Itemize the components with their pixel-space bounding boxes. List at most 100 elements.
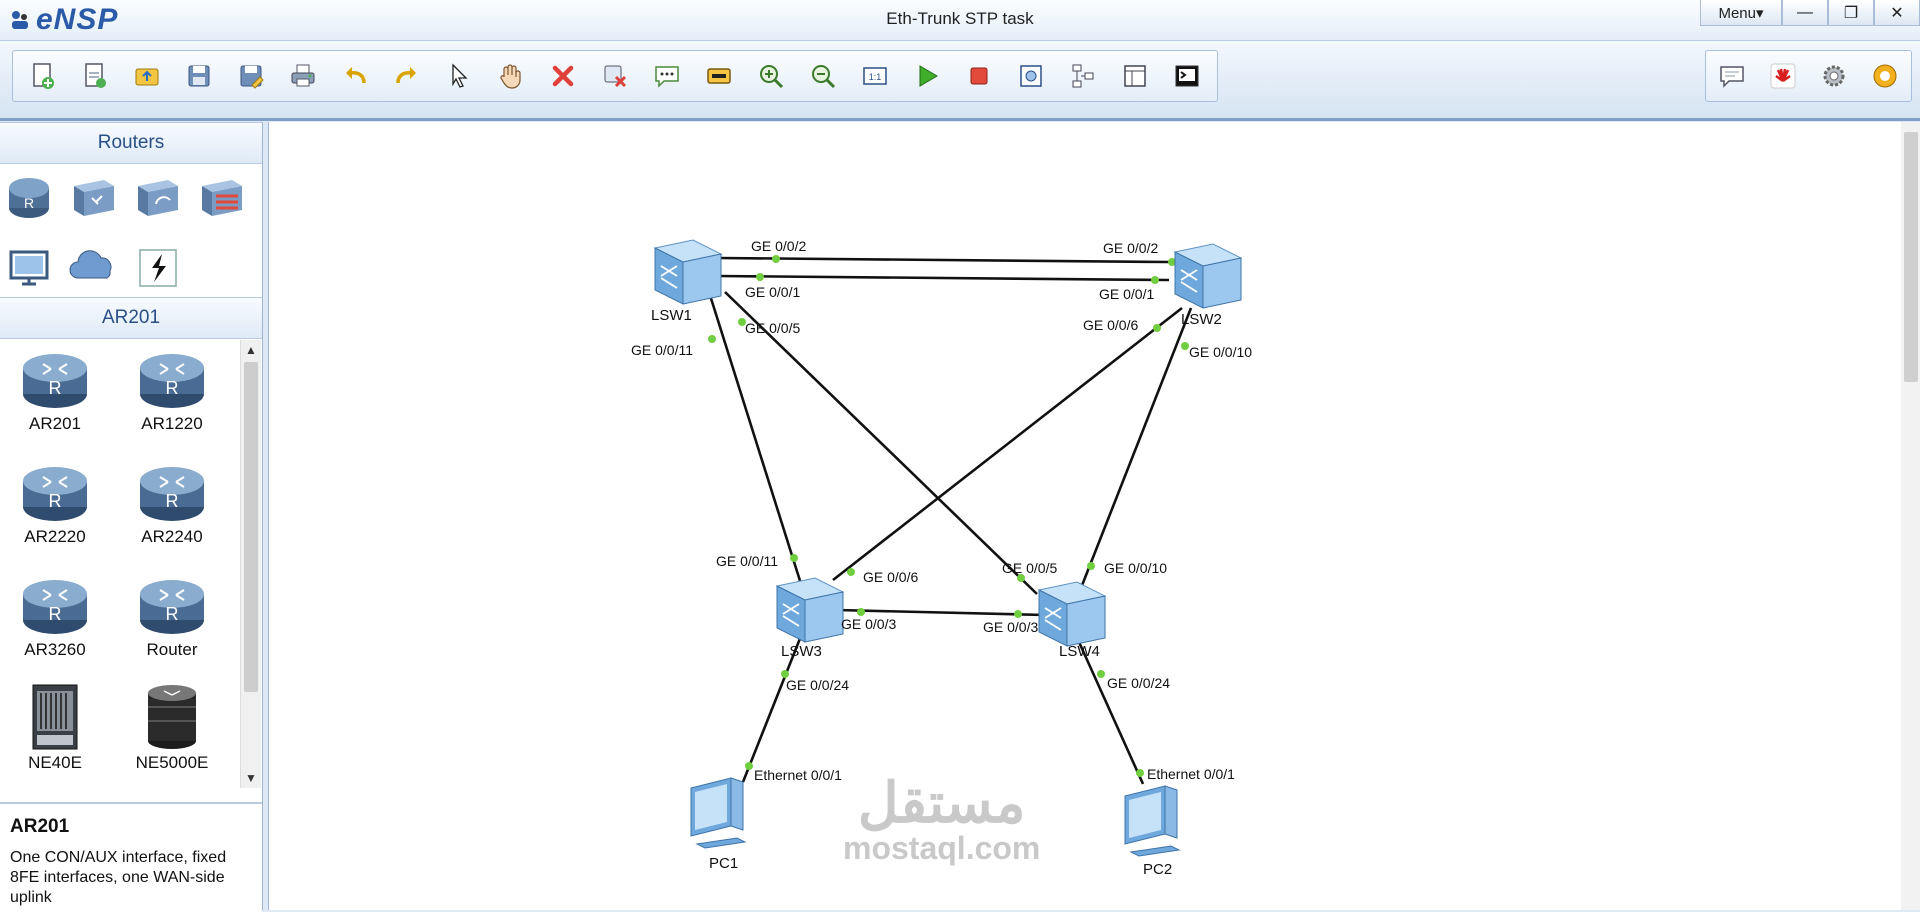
switch-icon-lsw1[interactable] bbox=[654, 239, 722, 305]
device-label: AR1220 bbox=[141, 414, 203, 433]
device-item-ar2220[interactable]: R AR2220 bbox=[0, 451, 110, 561]
console-button[interactable] bbox=[1161, 54, 1213, 98]
link-lsw2-lsw4[interactable] bbox=[1079, 307, 1193, 589]
print-button[interactable] bbox=[277, 54, 329, 98]
right-toolbar-group bbox=[1705, 50, 1912, 102]
link-lsw1-lsw2-ge001[interactable] bbox=[718, 274, 1170, 282]
cloud-category-icon[interactable] bbox=[68, 244, 118, 292]
topology-view-button[interactable] bbox=[1057, 54, 1109, 98]
pc-icon-pc1[interactable] bbox=[690, 777, 746, 849]
open-button[interactable] bbox=[121, 54, 173, 98]
fit-view-icon: 1:1 bbox=[863, 67, 887, 85]
device-item-ar201[interactable]: R AR201 bbox=[0, 338, 110, 448]
port-label: GE 0/0/5 bbox=[745, 320, 800, 336]
device-label: Router bbox=[146, 640, 198, 659]
device-item-ar1220[interactable]: R AR1220 bbox=[117, 338, 227, 448]
save-button[interactable] bbox=[173, 54, 225, 98]
undo-icon bbox=[346, 67, 366, 84]
svg-text:R: R bbox=[166, 378, 179, 398]
pan-button[interactable] bbox=[485, 54, 537, 98]
connection-category-icon[interactable] bbox=[132, 244, 182, 292]
app-logo: eNSP bbox=[8, 3, 118, 36]
delete-button[interactable] bbox=[537, 54, 589, 98]
svg-text:R: R bbox=[49, 491, 62, 511]
router-category-icon[interactable]: R bbox=[4, 174, 54, 222]
undo-button[interactable] bbox=[329, 54, 381, 98]
capture-button[interactable] bbox=[1005, 54, 1057, 98]
link-lsw1-lsw4[interactable] bbox=[724, 291, 1038, 595]
router-icon: R bbox=[140, 354, 204, 408]
node-label-pc1: PC1 bbox=[709, 855, 738, 872]
switch-category-icon[interactable] bbox=[68, 174, 118, 222]
link-lsw2-lsw3[interactable] bbox=[832, 306, 1183, 582]
device-model-header: AR201 bbox=[0, 297, 262, 339]
fit-view-button[interactable]: 1:1 bbox=[849, 54, 901, 98]
switch-icon-lsw2[interactable] bbox=[1174, 243, 1242, 309]
device-item-ar2240[interactable]: R AR2240 bbox=[117, 451, 227, 561]
zoom-out-button[interactable] bbox=[797, 54, 849, 98]
scroll-up-arrow-icon[interactable]: ▲ bbox=[245, 343, 257, 357]
scroll-thumb[interactable] bbox=[244, 362, 258, 692]
wireless-category-icon[interactable] bbox=[132, 174, 182, 222]
minimize-button[interactable]: — bbox=[1782, 0, 1828, 26]
redo-button[interactable] bbox=[381, 54, 433, 98]
node-label-lsw1: LSW1 bbox=[651, 307, 692, 324]
menu-button[interactable]: Menu▾ bbox=[1700, 0, 1782, 26]
port-label: GE 0/0/24 bbox=[1107, 675, 1170, 691]
port-label: GE 0/0/1 bbox=[1099, 286, 1154, 302]
router-icon: R bbox=[140, 467, 204, 521]
link-lsw1-lsw2-ge002[interactable] bbox=[718, 256, 1170, 264]
device-item-router[interactable]: R Router bbox=[117, 564, 227, 674]
link-lsw1-lsw3[interactable] bbox=[707, 291, 803, 585]
select-button[interactable] bbox=[433, 54, 485, 98]
device-item-ar3260[interactable]: R AR3260 bbox=[0, 564, 110, 674]
router-icon: R bbox=[23, 467, 87, 521]
link-lsw3-pc1[interactable] bbox=[741, 635, 803, 783]
device-label: NE5000E bbox=[135, 753, 209, 772]
help-button[interactable] bbox=[1860, 54, 1911, 98]
print-icon bbox=[291, 64, 315, 87]
delete-link-button[interactable] bbox=[589, 54, 641, 98]
pc-category-icon[interactable] bbox=[4, 244, 54, 292]
restore-button[interactable]: ❐ bbox=[1828, 0, 1874, 26]
canvas-scrollbar[interactable] bbox=[1901, 122, 1920, 910]
huawei-button[interactable] bbox=[1757, 54, 1808, 98]
new-topology-button[interactable] bbox=[17, 54, 69, 98]
open-folder-icon bbox=[135, 68, 159, 86]
firewall-category-icon[interactable] bbox=[196, 174, 246, 222]
scroll-down-arrow-icon[interactable]: ▼ bbox=[245, 771, 257, 785]
port-label: GE 0/0/1 bbox=[745, 284, 800, 300]
port-label: GE 0/0/11 bbox=[716, 553, 778, 569]
switch-icon-lsw3[interactable] bbox=[776, 577, 844, 643]
console-icon bbox=[1175, 65, 1199, 87]
stop-device-button[interactable] bbox=[953, 54, 1005, 98]
device-item-ne40e[interactable]: NE40E bbox=[0, 677, 110, 787]
device-list-scrollbar[interactable]: ▲ ▼ bbox=[240, 340, 261, 788]
settings-button[interactable] bbox=[1809, 54, 1860, 98]
start-device-button[interactable] bbox=[901, 54, 953, 98]
window-controls: Menu▾ — ❐ ✕ bbox=[1700, 0, 1920, 28]
draw-shape-button[interactable] bbox=[693, 54, 745, 98]
router-icon: R bbox=[23, 580, 87, 634]
speech-bubble-icon bbox=[655, 66, 679, 88]
new-example-button[interactable] bbox=[69, 54, 121, 98]
topology-canvas[interactable]: LSW1 LSW2 LSW3 LSW4 PC1 PC2 GE 0/0/2 GE … bbox=[268, 122, 1920, 910]
chat-button[interactable] bbox=[1706, 54, 1757, 98]
close-button[interactable]: ✕ bbox=[1874, 0, 1920, 26]
palette-button[interactable] bbox=[1109, 54, 1161, 98]
node-label-pc2: PC2 bbox=[1143, 861, 1172, 878]
switch-icon-lsw4[interactable] bbox=[1038, 581, 1106, 647]
link-lsw4-pc2[interactable] bbox=[1077, 641, 1145, 785]
port-label: Ethernet 0/0/1 bbox=[1147, 766, 1235, 782]
text-note-button[interactable] bbox=[641, 54, 693, 98]
canvas-scroll-thumb[interactable] bbox=[1904, 132, 1918, 382]
save-as-button[interactable] bbox=[225, 54, 277, 98]
play-icon bbox=[919, 65, 938, 87]
ensp-logo-icon bbox=[12, 11, 28, 29]
svg-text:1:1: 1:1 bbox=[869, 72, 882, 82]
zoom-in-button[interactable] bbox=[745, 54, 797, 98]
pc-icon-pc2[interactable] bbox=[1124, 785, 1180, 857]
device-item-ne5000e[interactable]: NE5000E bbox=[117, 677, 227, 787]
pointer-icon bbox=[452, 63, 468, 88]
link-lsw3-lsw4[interactable] bbox=[836, 608, 1046, 617]
